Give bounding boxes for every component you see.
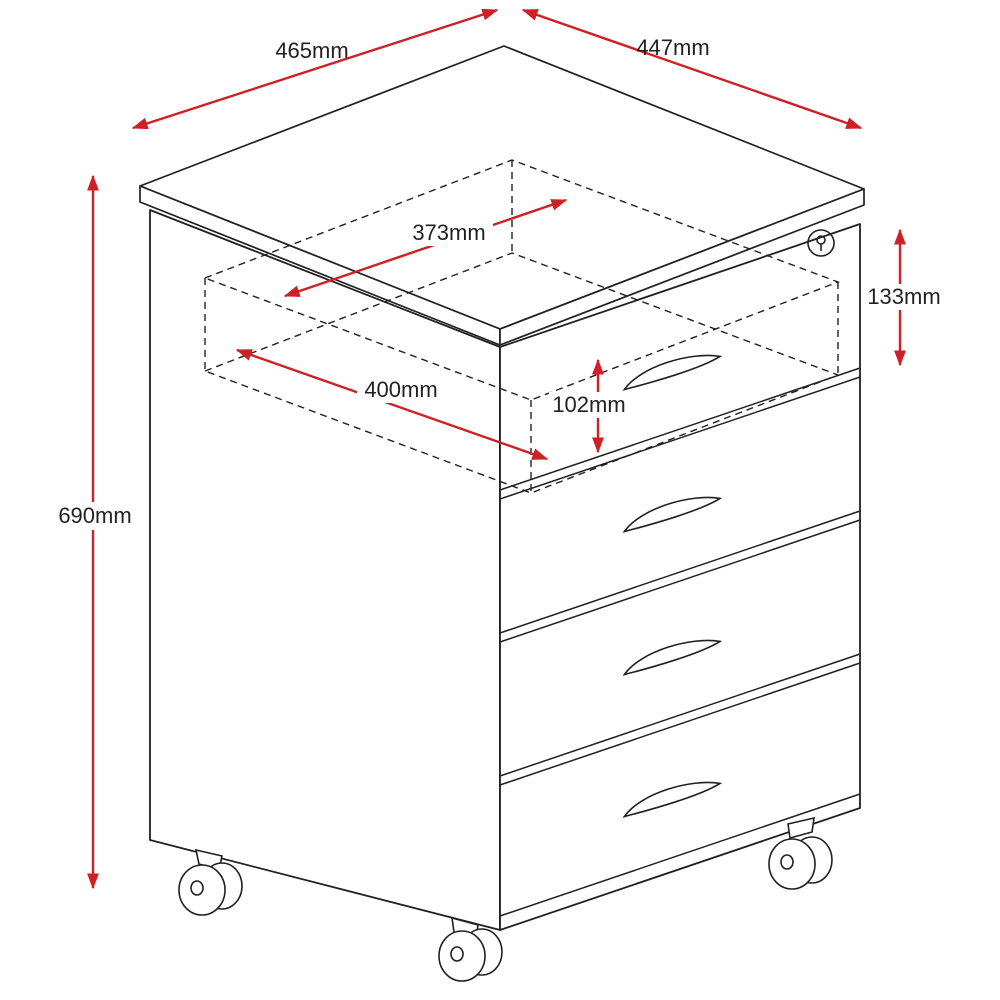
drawer-handle-icon <box>622 781 723 818</box>
dimension-label-top-right: 447mm <box>636 35 709 60</box>
dimension-label-drawer-inner-height: 102mm <box>552 392 625 417</box>
dimension-label-top-drawer-front-height: 133mm <box>867 284 940 309</box>
dimension-label-drawer-depth: 373mm <box>412 220 485 245</box>
dimension-top-right: 447mm <box>521 8 863 130</box>
dimension-drawer-depth: 373mm <box>283 198 568 298</box>
lock-keyhole-icon <box>807 229 835 257</box>
dimension-drawer-width: 400mm <box>235 348 549 461</box>
drawer-handle-icon <box>622 354 723 391</box>
dimension-label-top-left: 465mm <box>275 38 348 63</box>
dimension-height: 690mm <box>53 174 137 890</box>
drawer-handle-icon <box>622 496 723 533</box>
caster-wheel-icon <box>438 916 503 982</box>
dimension-drawer-inner-height: 102mm <box>549 358 629 454</box>
dimension-label-drawer-width: 400mm <box>364 377 437 402</box>
dimension-top-left: 465mm <box>131 8 499 130</box>
drawer-ghost-outline <box>203 159 840 494</box>
drawer-handles <box>622 354 723 818</box>
caster-wheel-icon <box>178 848 243 916</box>
dimension-label-height: 690mm <box>58 503 131 528</box>
dimension-top-drawer-front-height: 133mm <box>862 228 946 367</box>
dimensions: 465mm 447mm 690mm 373mm 400mm 102mm <box>53 8 946 890</box>
caster-wheel-icon <box>768 816 833 890</box>
drawer-handle-icon <box>622 639 723 676</box>
drawer-division-lines <box>499 367 861 917</box>
